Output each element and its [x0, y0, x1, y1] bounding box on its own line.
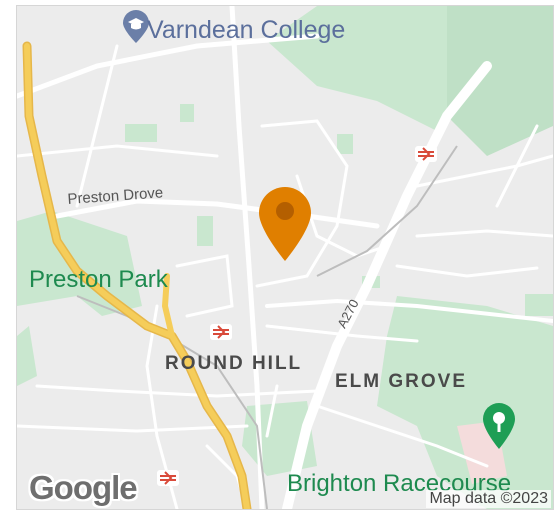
map-canvas[interactable] [17, 6, 553, 509]
school-pin-icon[interactable] [121, 10, 151, 44]
rail-station-icon[interactable] [157, 470, 179, 486]
rail-station-icon[interactable] [415, 146, 437, 162]
map-view[interactable]: Varndean College Preston Drove Preston P… [16, 5, 554, 510]
poi-college-label[interactable]: Varndean College [147, 16, 346, 44]
location-marker-icon[interactable] [258, 186, 312, 262]
google-logo: Google [29, 469, 138, 506]
map-attribution[interactable]: Map data ©2023 [426, 490, 551, 508]
district-label: ELM GROVE [335, 371, 468, 392]
rail-station-icon[interactable] [210, 324, 232, 340]
place-marker-icon[interactable] [481, 402, 517, 450]
district-label: ROUND HILL [165, 353, 303, 374]
park-label[interactable]: Preston Park [29, 266, 168, 293]
